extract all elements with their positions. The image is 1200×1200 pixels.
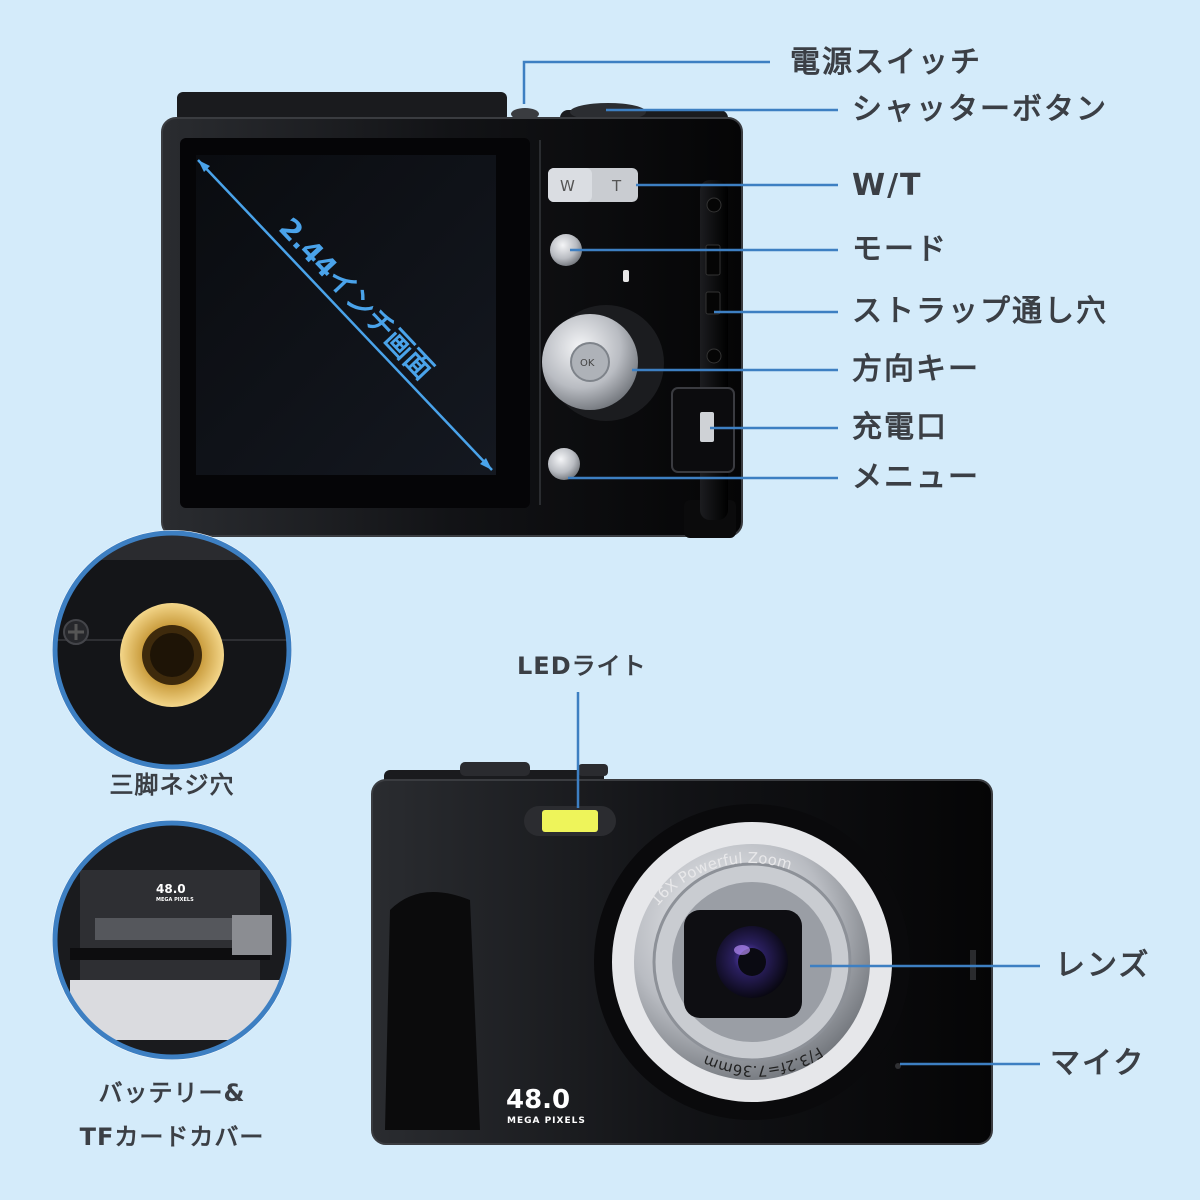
lens-label: レンズ xyxy=(1055,948,1151,983)
camera-front-view xyxy=(371,762,993,1145)
menu-label: メニュー xyxy=(852,460,980,495)
direction-key-label: 方向キー xyxy=(852,352,980,387)
wt-label: W/T xyxy=(852,168,923,203)
megapixel-unit: MEGA PIXELS xyxy=(507,1116,586,1126)
inset-megapixel-value: 48.0 xyxy=(156,882,186,896)
battery-cover-inset xyxy=(52,820,292,1060)
w-button-label: W xyxy=(560,177,575,195)
ok-button-label: OK xyxy=(580,358,595,369)
back-callout-lines xyxy=(522,60,838,480)
mode-label: モード xyxy=(852,232,948,267)
inset-megapixel-unit: MEGA PIXELS xyxy=(156,897,194,903)
battery-cover-label-line2: TFカードカバー xyxy=(79,1123,265,1151)
charging-port-label: 充電口 xyxy=(852,410,948,445)
t-button-label: T xyxy=(611,177,622,195)
shutter-button-label: シャッターボタン xyxy=(852,92,1108,127)
tripod-inset xyxy=(52,530,292,770)
mic-label: マイク xyxy=(1050,1046,1146,1081)
strap-hole-label: ストラップ通し穴 xyxy=(852,294,1108,329)
tripod-thread-label: 三脚ネジ穴 xyxy=(109,771,235,799)
front-callout-lines xyxy=(576,692,1040,1066)
megapixel-value: 48.0 xyxy=(506,1085,571,1115)
power-switch-label: 電源スイッチ xyxy=(790,45,982,80)
camera-back-view xyxy=(161,92,743,538)
led-light-label: LEDライト xyxy=(517,652,647,680)
battery-cover-label-line1: バッテリー& xyxy=(98,1079,246,1107)
